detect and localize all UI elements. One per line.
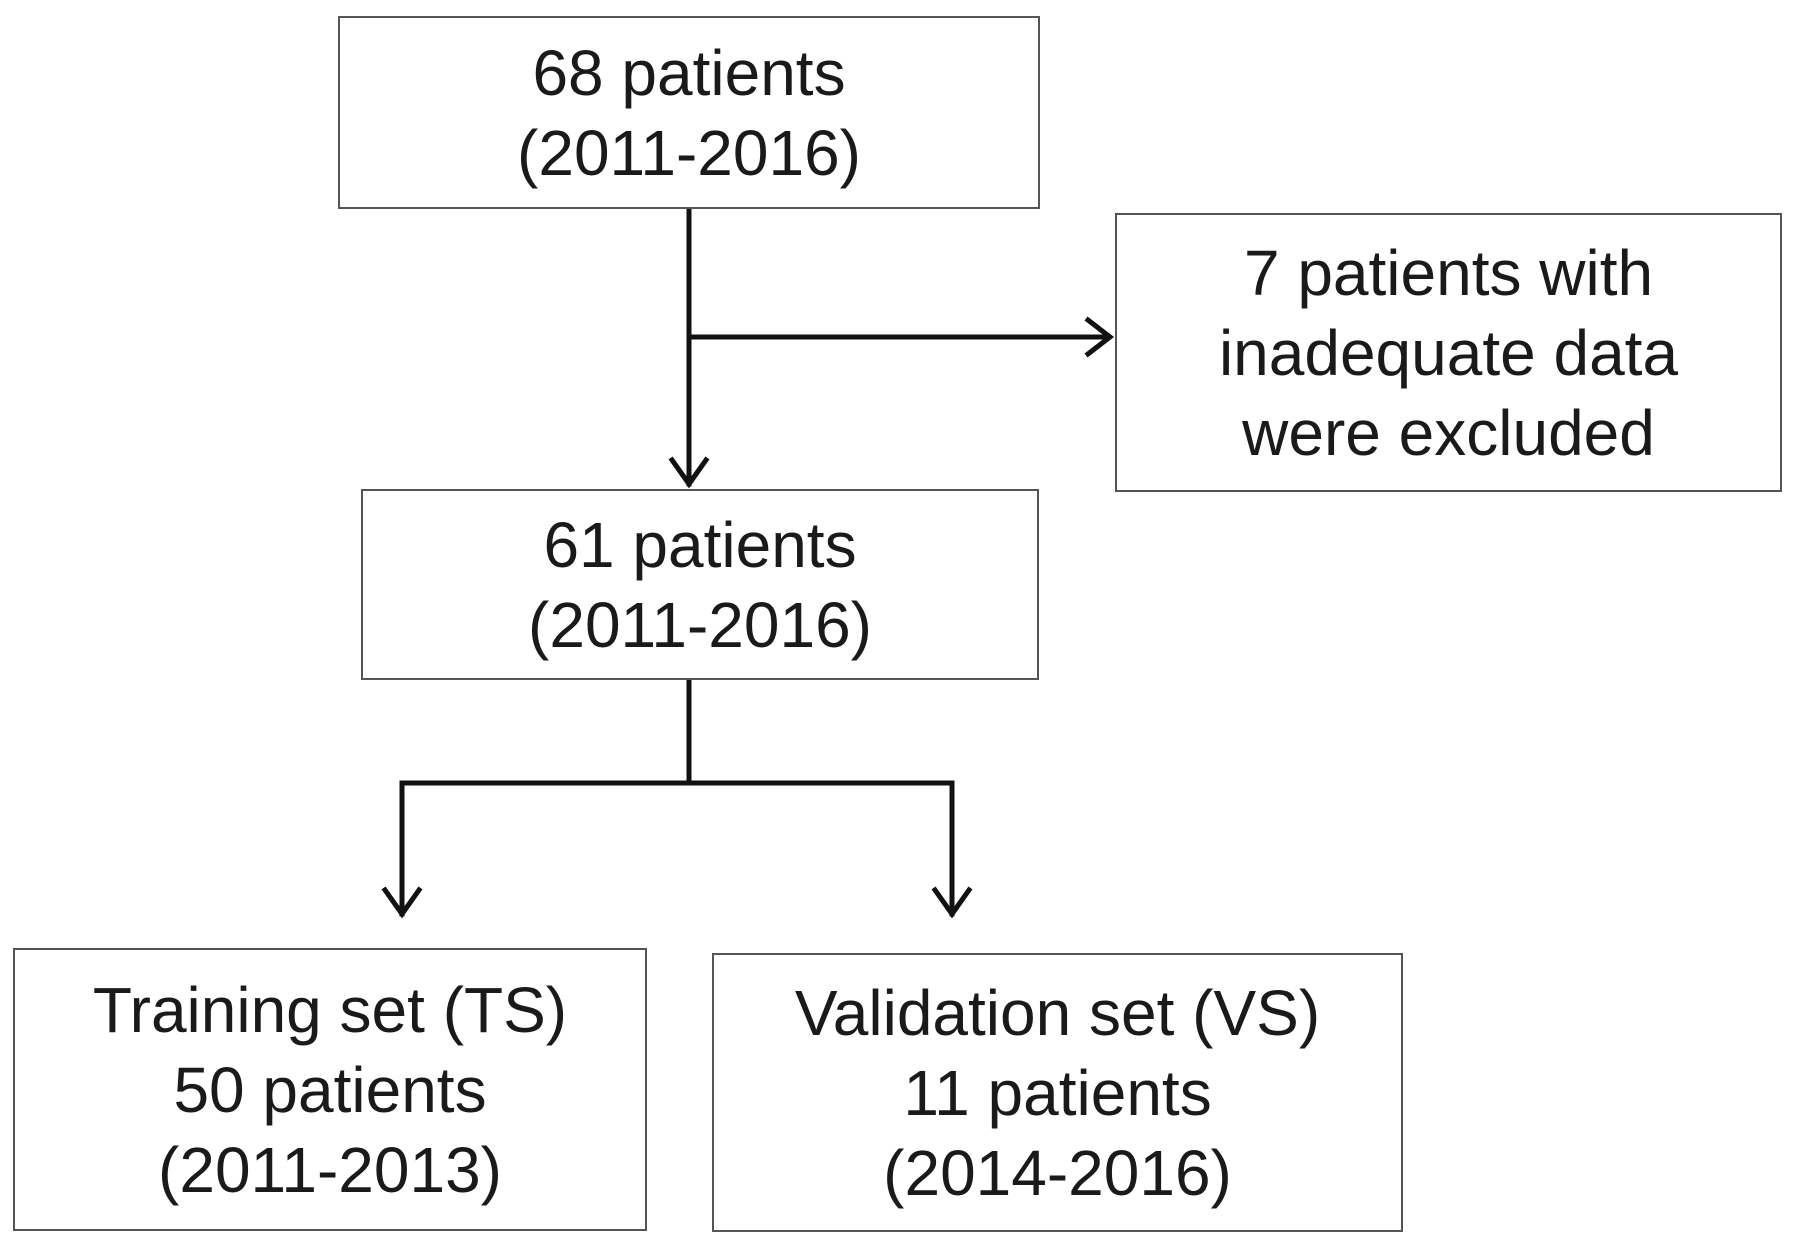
excluded-line-1: 7 patients with [1243, 236, 1654, 309]
box-all-patients: 68 patients (2011-2016) [338, 16, 1040, 209]
all-patients-period: (2011-2016) [517, 116, 861, 189]
validation-set-count: 11 patients [903, 1056, 1212, 1129]
included-patients-period: (2011-2016) [528, 588, 872, 661]
training-set-title: Training set (TS) [92, 973, 568, 1046]
validation-set-title: Validation set (VS) [794, 976, 1321, 1049]
excluded-line-3: were excluded [1242, 396, 1655, 469]
arrowhead-to-validation-icon [931, 886, 973, 919]
training-set-period: (2011-2013) [158, 1133, 502, 1206]
arrowhead-to-excluded-icon [1084, 316, 1115, 358]
training-set-count: 50 patients [173, 1053, 487, 1126]
box-validation-set: Validation set (VS) 11 patients (2014-20… [712, 953, 1403, 1232]
validation-set-period: (2014-2016) [883, 1136, 1232, 1209]
arrowhead-to-middle-icon [668, 456, 710, 489]
box-excluded-patients: 7 patients with inadequate data were exc… [1115, 213, 1782, 492]
included-patients-count: 61 patients [543, 508, 857, 581]
excluded-line-2: inadequate data [1218, 316, 1679, 389]
arrowhead-to-training-icon [381, 886, 423, 919]
all-patients-count: 68 patients [532, 36, 846, 109]
box-included-patients: 61 patients (2011-2016) [361, 489, 1039, 680]
box-training-set: Training set (TS) 50 patients (2011-2013… [13, 948, 647, 1231]
